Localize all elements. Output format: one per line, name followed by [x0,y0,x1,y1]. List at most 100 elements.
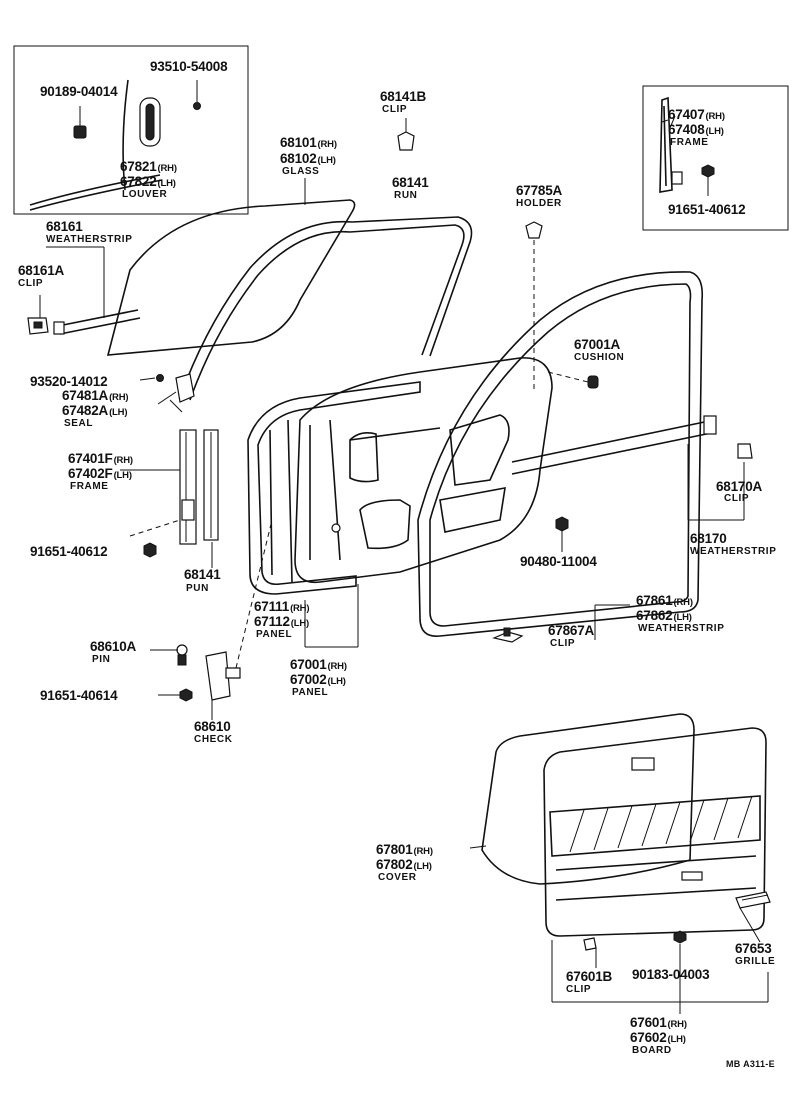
label-67602: 67602(LH) [630,1030,686,1045]
label-68141-run: 68141 [392,175,429,190]
diagram-reference-code: MB A311-E [726,1059,775,1069]
check-68610 [205,519,273,701]
label-68161: 68161 [46,219,83,234]
label-68141B: 68141B [380,89,427,104]
label-frame-67402F: FRAME [70,481,109,492]
label-run: RUN [394,190,418,201]
label-67861: 67861(RH) [636,593,693,608]
screw-91651-40612-inset [701,164,715,196]
label-91651-40612-top: 91651-40612 [668,202,746,217]
label-holder: HOLDER [516,198,562,209]
seal-67481A [169,373,195,413]
label-67112: 67112(LH) [254,614,309,629]
label-68170: 68170 [690,531,727,546]
label-67867A: 67867A [548,623,595,638]
screw-91651-40612-left [129,519,181,558]
label-pun: PUN [186,583,209,594]
clip-68141B [397,118,415,151]
label-90189-04014: 90189-04014 [40,84,118,99]
label-67481A: 67481A(RH) [62,388,129,403]
label-67402F: 67402F(LH) [68,466,132,481]
cushion-67001A [547,371,599,389]
label-67802: 67802(LH) [376,857,432,872]
nut-90480-11004 [555,516,569,552]
label-68141-pun: 68141 [184,567,221,582]
screw-93520-14012 [156,374,164,382]
label-pin: PIN [92,654,111,665]
label-67653: 67653 [735,941,772,956]
label-67401F: 67401F(RH) [68,451,133,466]
label-glass: GLASS [282,166,320,177]
label-frame-inset: FRAME [670,137,709,148]
label-68610: 68610 [194,719,231,734]
clip-68170A [737,443,753,459]
label-90480-11004: 90480-11004 [520,554,597,569]
label-weatherstrip-68161: WEATHERSTRIP [46,234,133,245]
label-68102: 68102(LH) [280,151,336,166]
label-91651-40614: 91651-40614 [40,688,118,703]
label-67001: 67001(RH) [290,657,347,672]
label-67801: 67801(RH) [376,842,433,857]
label-board: BOARD [632,1045,672,1056]
label-67482A: 67482A(LH) [62,403,128,418]
label-68141B-clip: CLIP [382,104,408,115]
label-cover: COVER [378,872,417,883]
run-68141 [181,216,473,401]
label-68161A: 68161A [18,263,65,278]
label-68170A: 68170A [716,479,763,494]
label-panel-67002: PANEL [292,687,329,698]
label-68610A: 68610A [90,639,137,654]
label-93520-14012: 93520-14012 [30,374,108,389]
label-67867A-clip: CLIP [550,638,576,649]
clip-67601B [583,937,597,951]
glass-68101 [106,199,356,356]
label-check: CHECK [194,734,233,745]
label-67001A: 67001A [574,337,621,352]
label-weatherstrip-67862: WEATHERSTRIP [638,623,725,634]
label-louver: LOUVER [122,189,168,200]
weatherstrip-68161 [53,309,141,335]
label-68161A-clip: CLIP [18,278,44,289]
grille-67653 [735,891,771,909]
weatherstrip-68170 [511,415,717,475]
label-90183-04003: 90183-04003 [632,967,710,982]
frame-inset-box [642,85,789,231]
label-67407: 67407(RH) [668,107,725,122]
label-68170A-clip: CLIP [724,493,750,504]
label-67822: 67822(LH) [120,174,176,189]
louver-part [29,79,163,211]
weatherstrip-67861 [417,271,704,637]
label-panel-67112: PANEL [256,629,293,640]
label-67601: 67601(RH) [630,1015,687,1030]
label-weatherstrip-68170: WEATHERSTRIP [690,546,777,557]
label-67111: 67111(RH) [254,599,310,614]
board-67601 [543,727,767,937]
screw-93510-54008 [193,80,201,110]
label-67862: 67862(LH) [636,608,692,623]
label-cushion: CUSHION [574,352,625,363]
label-67785A: 67785A [516,183,563,198]
label-67821: 67821(RH) [120,159,177,174]
label-67408: 67408(LH) [668,122,724,137]
label-93510-54008: 93510-54008 [150,59,228,74]
pin-68610A [176,644,188,666]
fastener-90183-04003 [673,930,687,944]
louver-inset-box [13,45,249,215]
label-grille: GRILLE [735,956,776,967]
screw-91651-40614 [179,688,193,702]
clip-68161A [27,317,49,335]
holder-67785A [525,221,543,390]
pun-68141 [203,429,219,541]
label-67601B-clip: CLIP [566,984,592,995]
door-panel-67001 [294,357,553,584]
label-seal: SEAL [64,418,94,429]
label-68101: 68101(RH) [280,135,337,150]
frame-67407-part [659,96,683,193]
clip-67867A [492,627,524,643]
nut-90189-04014 [73,106,87,139]
label-67601B: 67601B [566,969,613,984]
door-panel-67111 [247,381,421,595]
label-91651-40612-left: 91651-40612 [30,544,108,559]
frame-67401F [179,429,197,545]
